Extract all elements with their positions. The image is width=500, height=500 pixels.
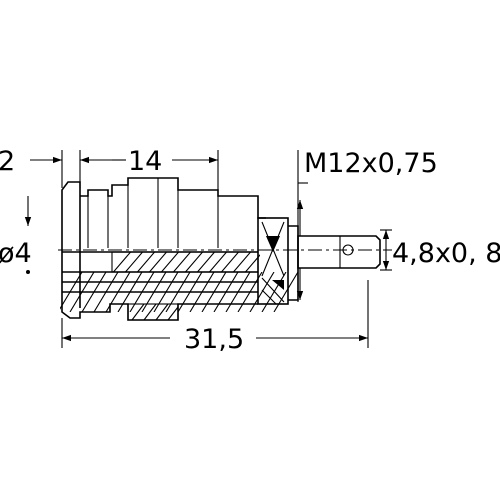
tab-size-label: 4,8x0, 8 xyxy=(392,238,500,269)
dimension-body-length: 14 xyxy=(112,146,219,190)
section-view xyxy=(60,251,299,321)
dimension-bore-diameter: ø4 xyxy=(0,196,32,274)
dimension-overall-length: 31,5 xyxy=(61,280,369,355)
flange-width-label: 2 xyxy=(0,146,15,177)
thread-label: M12x0,75 xyxy=(304,148,438,179)
bore-diameter-label: ø4 xyxy=(0,238,32,269)
dimension-flange-width: 2 xyxy=(0,146,112,188)
dimension-tab-size: 4,8x0, 8 xyxy=(380,229,500,271)
body-length-label: 14 xyxy=(128,146,162,177)
flat-tab xyxy=(297,235,381,269)
overall-length-label: 31,5 xyxy=(184,324,244,355)
dimension-thread: M12x0,75 xyxy=(296,148,438,302)
